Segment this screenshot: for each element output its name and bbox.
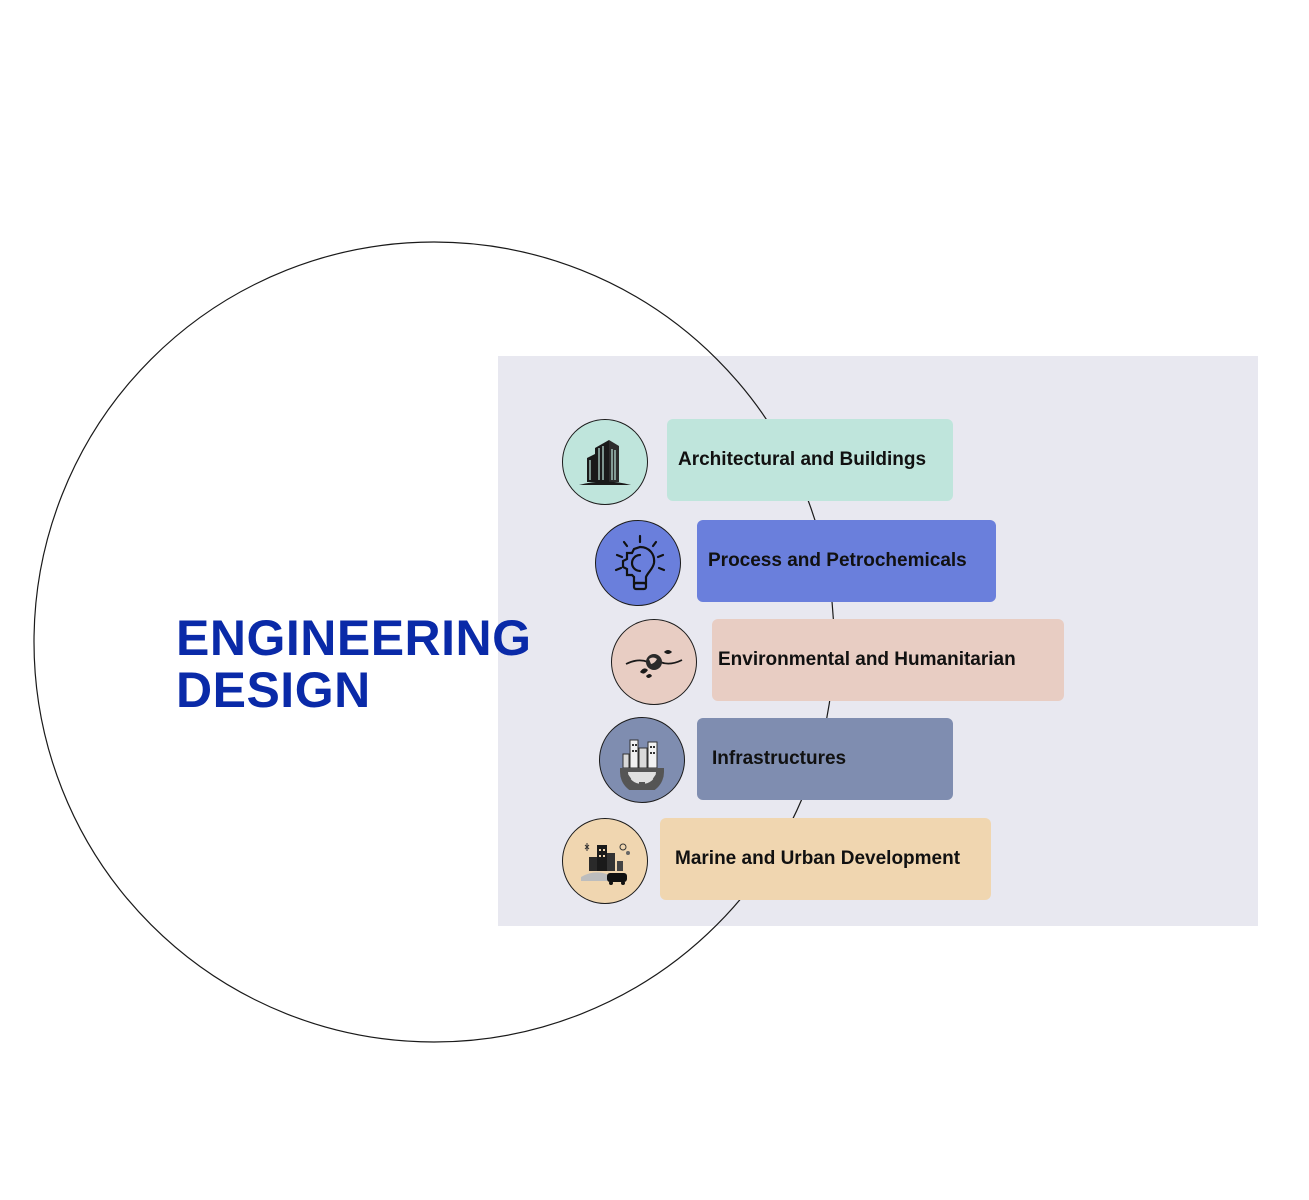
diagram-title: ENGINEERING DESIGN	[176, 612, 532, 716]
item-marine-and-urban-development: Marine and Urban Development	[660, 818, 991, 900]
city-gear-icon	[599, 717, 685, 803]
item-label: Infrastructures	[712, 748, 847, 769]
item-label: Environmental and Humanitarian	[718, 649, 1016, 670]
item-label: Marine and Urban Development	[675, 848, 961, 869]
item-environmental-and-humanitarian: Environmental and Humanitarian	[712, 619, 1064, 701]
item-process-and-petrochemicals: Process and Petrochemicals	[697, 520, 996, 602]
urban-scene-icon	[562, 818, 648, 904]
title-line-2: DESIGN	[176, 662, 371, 718]
item-architectural-and-buildings: Architectural and Buildings	[667, 419, 953, 501]
globe-leaves-icon	[611, 619, 697, 705]
item-label: Architectural and Buildings	[678, 449, 927, 470]
skyscraper-icon	[562, 419, 648, 505]
item-label: Process and Petrochemicals	[708, 550, 967, 571]
item-infrastructures: Infrastructures	[697, 718, 953, 800]
gear-lightbulb-icon	[595, 520, 681, 606]
title-line-1: ENGINEERING	[176, 610, 532, 666]
